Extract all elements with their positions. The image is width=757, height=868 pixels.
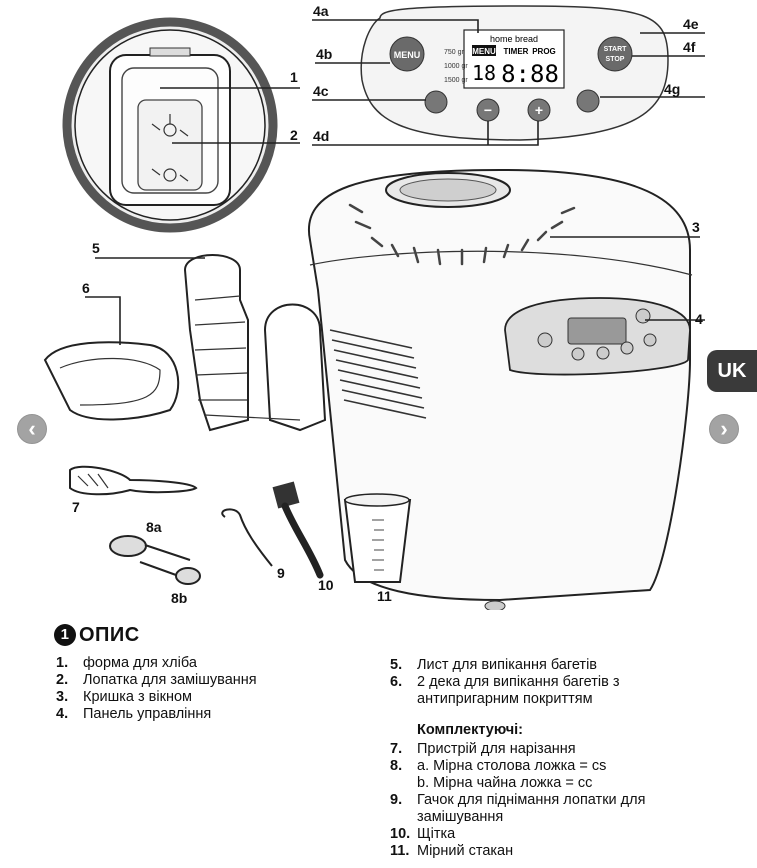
lcd-menu: MENU bbox=[472, 47, 496, 56]
list-item: 5.Лист для випікання багетів bbox=[390, 657, 597, 673]
callout-2: 2 bbox=[290, 127, 298, 143]
start-stop-button bbox=[597, 36, 633, 72]
lcd-home-bread: home bread bbox=[490, 34, 538, 44]
accessories-heading: Комплектуючі: bbox=[417, 722, 523, 738]
list-item: b. Мірна чайна ложка = cc bbox=[417, 775, 593, 791]
bread-pan-inset bbox=[62, 17, 278, 233]
list-item: 9.Гачок для піднімання лопатки для заміш… bbox=[390, 792, 646, 825]
callout-4a: 4a bbox=[313, 3, 329, 19]
crust-button bbox=[576, 89, 600, 113]
weight-1: 750 gr bbox=[444, 49, 465, 56]
parts-list-left: 1.форма для хліба 2.Лопатка для замішува… bbox=[56, 655, 356, 723]
kneading-hook bbox=[221, 508, 273, 567]
callout-4d: 4d bbox=[313, 128, 329, 144]
start-label: START bbox=[604, 46, 628, 53]
appliance-diagram: MENU START STOP home bread MENU TIMER PR… bbox=[43, 3, 705, 610]
callout-4f: 4f bbox=[683, 39, 696, 55]
leader-lines bbox=[85, 19, 705, 345]
list-item: 4.Панель управління bbox=[56, 706, 212, 722]
callout-4e: 4e bbox=[683, 16, 699, 32]
callout-10: 10 bbox=[318, 577, 334, 593]
baguette-sheet bbox=[183, 254, 327, 432]
lcd-program-number: 18 bbox=[472, 61, 496, 85]
list-item: 10.Щітка bbox=[390, 826, 456, 842]
list-item: 2.Лопатка для замішування bbox=[56, 672, 257, 688]
svg-text:+: + bbox=[535, 102, 543, 118]
section-number-badge: 1 bbox=[54, 624, 76, 646]
next-page-button[interactable]: › bbox=[709, 414, 739, 444]
callout-4c: 4c bbox=[313, 83, 329, 99]
lcd-display bbox=[463, 29, 565, 89]
svg-text:−: − bbox=[484, 102, 492, 118]
weight-3: 1500 gr bbox=[444, 77, 468, 84]
callout-1: 1 bbox=[290, 69, 298, 85]
section-title: ОПИС bbox=[79, 624, 140, 646]
lcd-timer: TIMER bbox=[504, 47, 529, 56]
lcd-prog: PROG bbox=[532, 47, 556, 56]
control-panel-detail: MENU START STOP home bread MENU TIMER PR… bbox=[360, 5, 669, 141]
callout-4: 4 bbox=[695, 311, 703, 327]
callout-4b: 4b bbox=[316, 46, 332, 62]
callout-5: 5 bbox=[92, 240, 100, 256]
callout-3: 3 bbox=[692, 219, 700, 235]
list-item: 6.2 дека для випікання багетів з антипри… bbox=[390, 674, 620, 707]
callout-6: 6 bbox=[82, 280, 90, 296]
prev-page-button[interactable]: ‹ bbox=[17, 414, 47, 444]
baguette-trays bbox=[43, 341, 180, 421]
callout-7: 7 bbox=[72, 499, 80, 515]
weight-2: 1000 gr bbox=[444, 63, 468, 70]
callout-4g: 4g bbox=[664, 81, 680, 97]
parts-list-right: 5.Лист для випікання багетів 6.2 дека дл… bbox=[390, 657, 710, 860]
callout-8b: 8b bbox=[171, 590, 187, 606]
language-tab-uk[interactable]: UK bbox=[707, 350, 757, 392]
plus-button bbox=[527, 98, 551, 122]
menu-button-label: MENU bbox=[394, 50, 421, 60]
slicer-guide bbox=[69, 465, 198, 496]
callout-11: 11 bbox=[377, 588, 392, 604]
measuring-spoons bbox=[109, 535, 201, 585]
list-item: 11.Мірний стакан bbox=[390, 843, 514, 859]
bread-machine bbox=[307, 168, 693, 610]
stop-label: STOP bbox=[606, 56, 625, 63]
list-item: 1.форма для хліба bbox=[56, 655, 197, 671]
list-item: 7.Пристрій для нарізання bbox=[390, 741, 576, 757]
callout-8a: 8a bbox=[146, 519, 162, 535]
lock-button bbox=[424, 90, 448, 114]
measuring-cup bbox=[343, 493, 412, 583]
list-item: 3.Кришка з вікном bbox=[56, 689, 192, 705]
lcd-time: 8:88 bbox=[501, 60, 559, 88]
menu-button bbox=[389, 36, 425, 72]
list-item: 8.a. Мірна столова ложка = cs bbox=[390, 758, 607, 774]
callout-9: 9 bbox=[277, 565, 285, 581]
brush bbox=[272, 481, 324, 579]
